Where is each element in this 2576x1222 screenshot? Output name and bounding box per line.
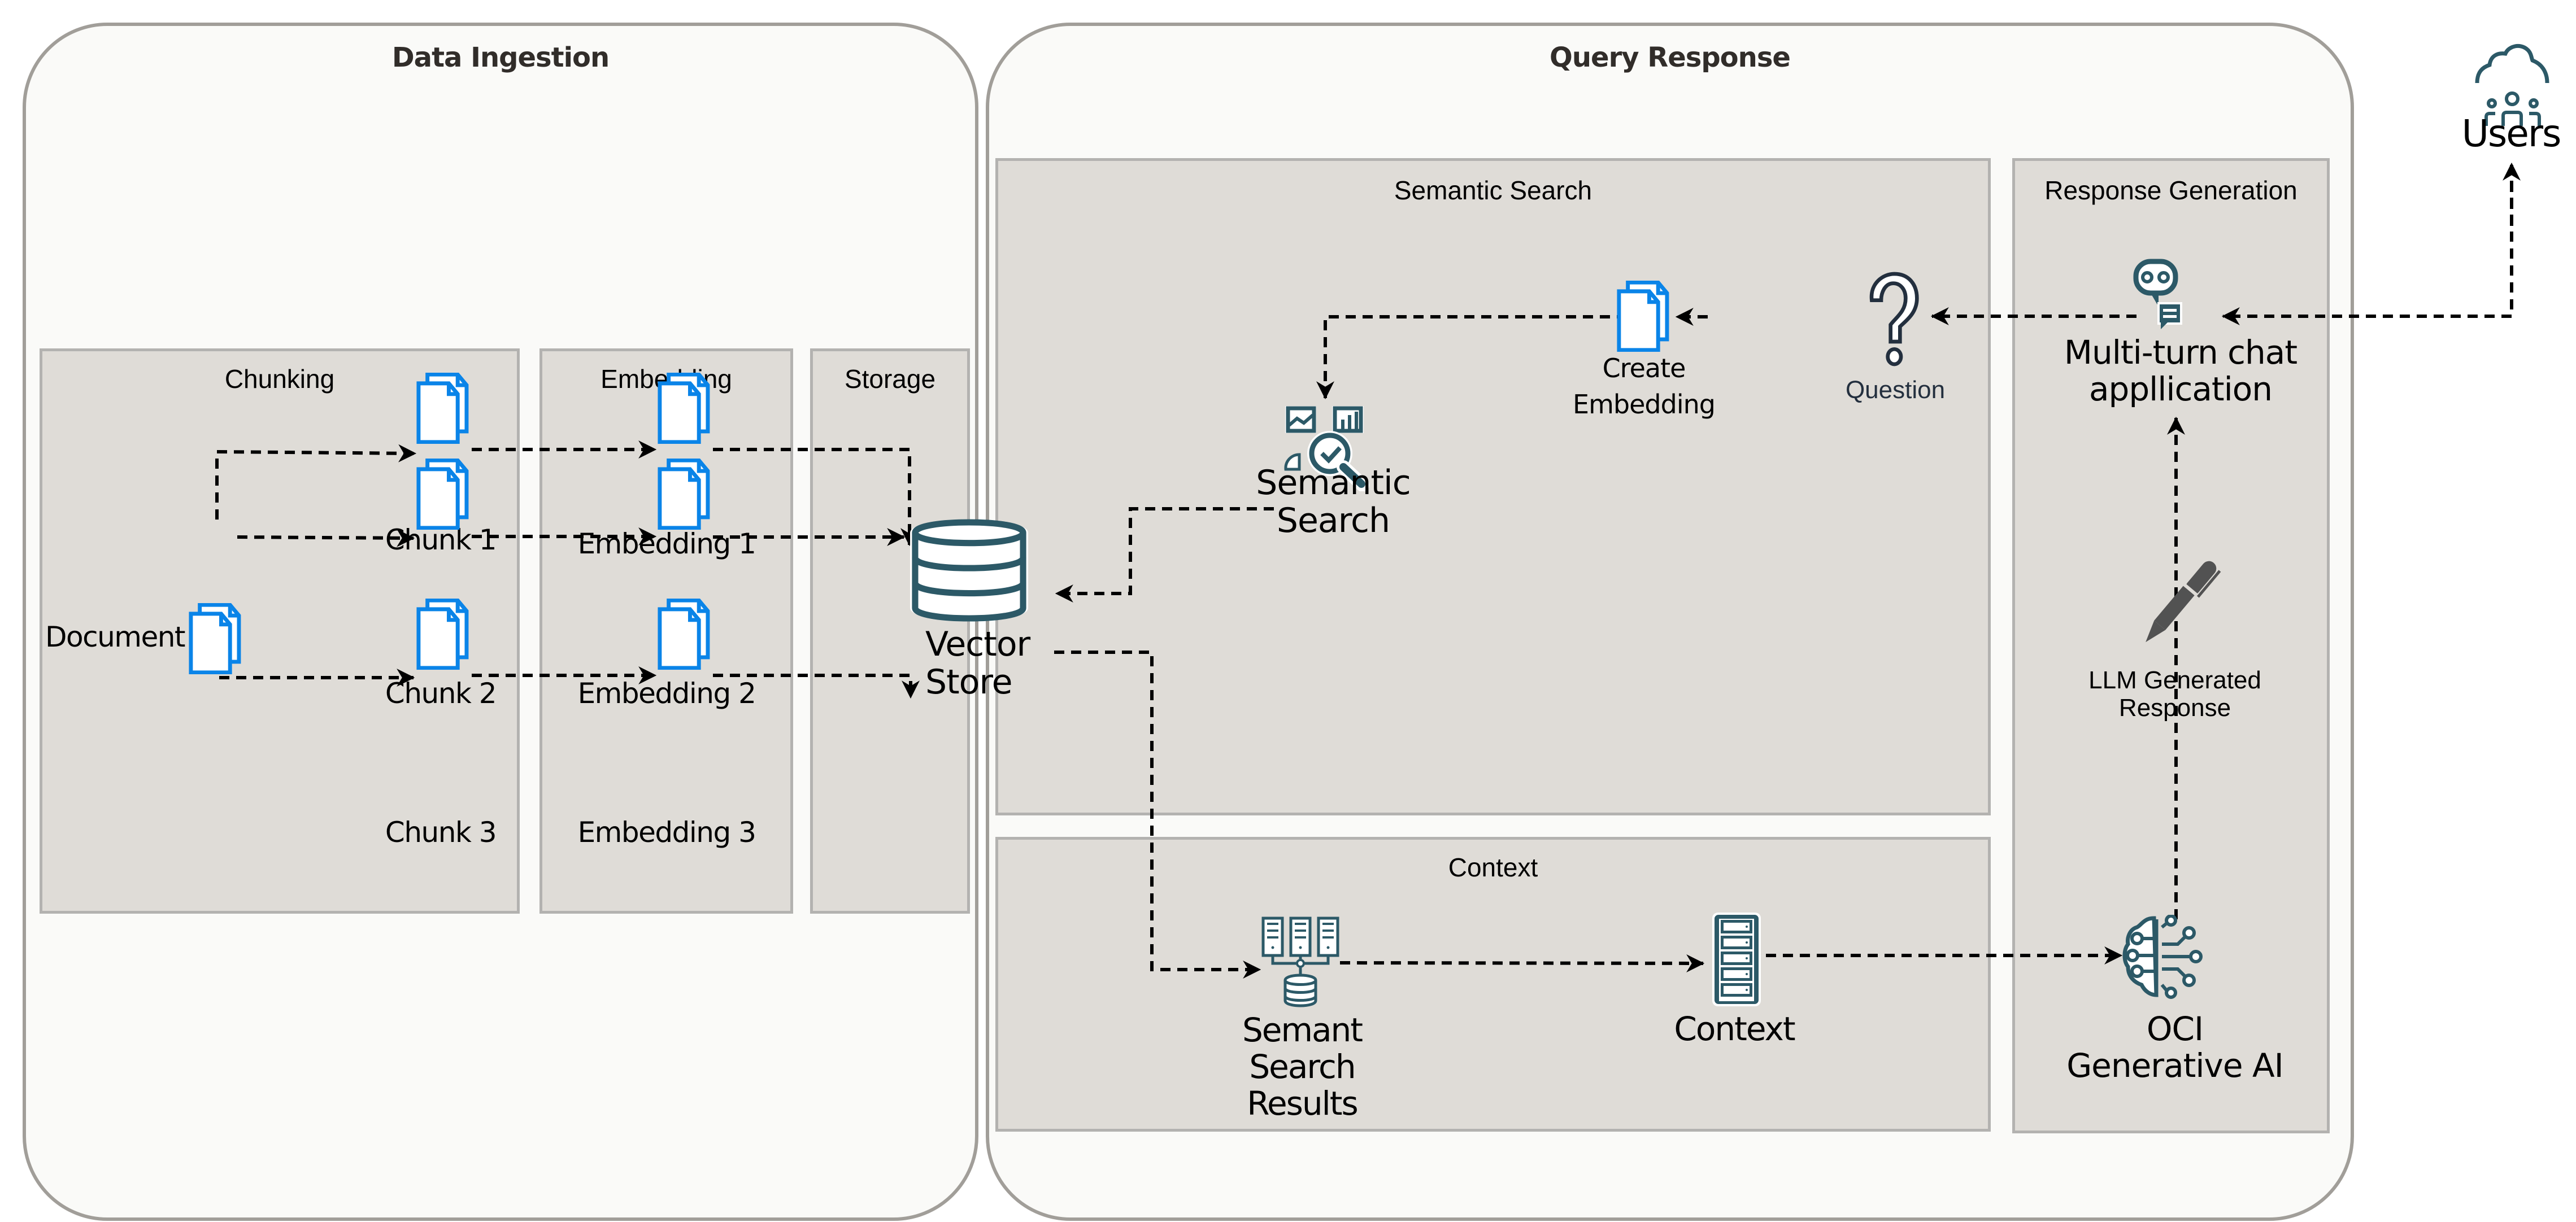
llm-response-label: LLM Generated Response xyxy=(2088,666,2261,722)
users-label: Users xyxy=(2461,112,2562,155)
document-label: Document xyxy=(45,621,186,653)
cloud-users-icon xyxy=(2466,37,2559,127)
chunk-2-label: Chunk 2 xyxy=(385,677,497,710)
search-results-label: Semant Search Results xyxy=(1242,1011,1363,1123)
ai-brain-icon xyxy=(2121,914,2206,1000)
oci-genai-label: OCI Generative AI xyxy=(2066,1010,2284,1085)
database-icon xyxy=(906,514,1033,627)
storage-title: Storage xyxy=(844,364,936,394)
create-embedding-label: Create Embedding xyxy=(1573,353,1716,420)
chunk-2-icon xyxy=(415,458,472,530)
chunk-3-label: Chunk 3 xyxy=(385,816,497,849)
embedding-3-icon xyxy=(656,598,713,670)
semantic-search-panel: Semantic Search xyxy=(995,158,1991,815)
context-panel: Context xyxy=(995,837,1991,1132)
embedding-2-label: Embedding 2 xyxy=(577,677,756,710)
search-analytics-icon xyxy=(1282,398,1373,492)
vector-store-label: Vector Store xyxy=(925,625,1030,702)
storage-panel: Storage xyxy=(810,348,970,914)
embedding-1-label: Embedding 1 xyxy=(577,527,756,560)
document-stack-icon xyxy=(188,603,244,675)
embedding-2-icon xyxy=(656,458,713,530)
create-embedding-icon xyxy=(1616,280,1672,352)
embedding-1-icon xyxy=(656,372,713,444)
semantic-search-title: Semantic Search xyxy=(1394,176,1592,205)
context-label: Context xyxy=(1674,1010,1795,1048)
question-mark-icon xyxy=(1864,271,1921,367)
data-ingestion-title: Data Ingestion xyxy=(391,42,610,73)
chunk-3-icon xyxy=(415,598,472,670)
chatbot-icon xyxy=(2133,257,2183,342)
semantic-search-label: Semantic Search xyxy=(1256,463,1411,541)
query-response-title: Query Response xyxy=(1550,42,1791,73)
question-label: Question xyxy=(1845,376,1946,404)
server-rack-icon xyxy=(1712,912,1761,1007)
response-generation-title: Response Generation xyxy=(2044,176,2297,205)
embedding-3-label: Embedding 3 xyxy=(577,816,756,849)
chat-app-label: Multi-turn chat appllication xyxy=(2064,333,2297,408)
chunk-1-icon xyxy=(415,372,472,444)
chunking-title: Chunking xyxy=(224,364,335,394)
context-title: Context xyxy=(1448,853,1538,882)
server-database-icon xyxy=(1260,915,1342,1010)
pen-icon xyxy=(2124,545,2237,658)
